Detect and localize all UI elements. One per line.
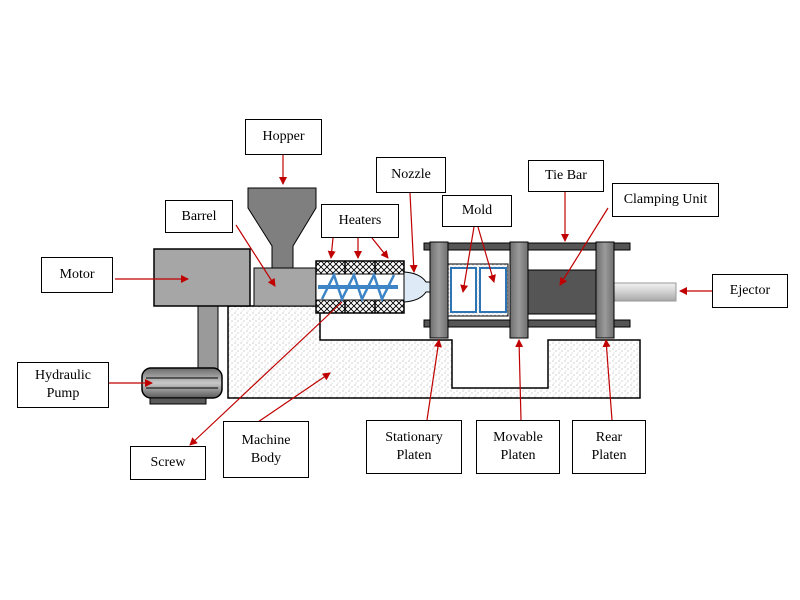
motor [153, 248, 251, 307]
ejector [611, 282, 677, 302]
nozzle-arrow [409, 192, 418, 273]
machine-body-label: Machine Body [223, 421, 309, 478]
nozzle-label: Nozzle [376, 157, 446, 193]
barrel-label: Barrel [165, 200, 233, 233]
movable-platen-label: Movable Platen [476, 420, 560, 474]
heaters-arrow-1 [327, 237, 336, 259]
tie-bar-label: Tie Bar [528, 160, 604, 192]
clamping-unit-arrow [559, 207, 609, 286]
barrel-arrow [235, 224, 276, 287]
clamping-unit-label: Clamping Unit [612, 183, 719, 217]
hydraulic-pump-label: Hydraulic Pump [17, 362, 109, 408]
hopper-label: Hopper [245, 119, 322, 155]
rear-platen [595, 241, 615, 339]
screw-arrow [189, 301, 343, 446]
motor-label: Motor [41, 257, 113, 293]
hydraulic-pump [141, 367, 223, 405]
stationary-platen-arrow [426, 339, 442, 421]
heaters-label: Heaters [321, 204, 399, 238]
clamping-unit [527, 269, 599, 315]
heaters-arrow-3 [371, 237, 389, 259]
motor-support-column [197, 305, 219, 377]
hopper [247, 187, 317, 269]
machine-body-arrow [257, 372, 331, 423]
stationary-platen [429, 241, 449, 339]
mold-arrow-1 [460, 226, 475, 293]
movable-platen [509, 241, 529, 339]
mold-arrow-2 [477, 226, 496, 283]
stationary-platen-label: Stationary Platen [366, 420, 462, 474]
screw [318, 271, 398, 303]
screw-label: Screw [130, 446, 206, 480]
mold-label: Mold [442, 195, 512, 227]
ejector-label: Ejector [712, 274, 788, 308]
rear-platen-label: Rear Platen [572, 420, 646, 474]
movable-platen-arrow [515, 339, 524, 421]
mold [447, 263, 509, 317]
rear-platen-arrow [602, 339, 613, 421]
machine-body [227, 305, 641, 399]
barrel [253, 267, 317, 307]
